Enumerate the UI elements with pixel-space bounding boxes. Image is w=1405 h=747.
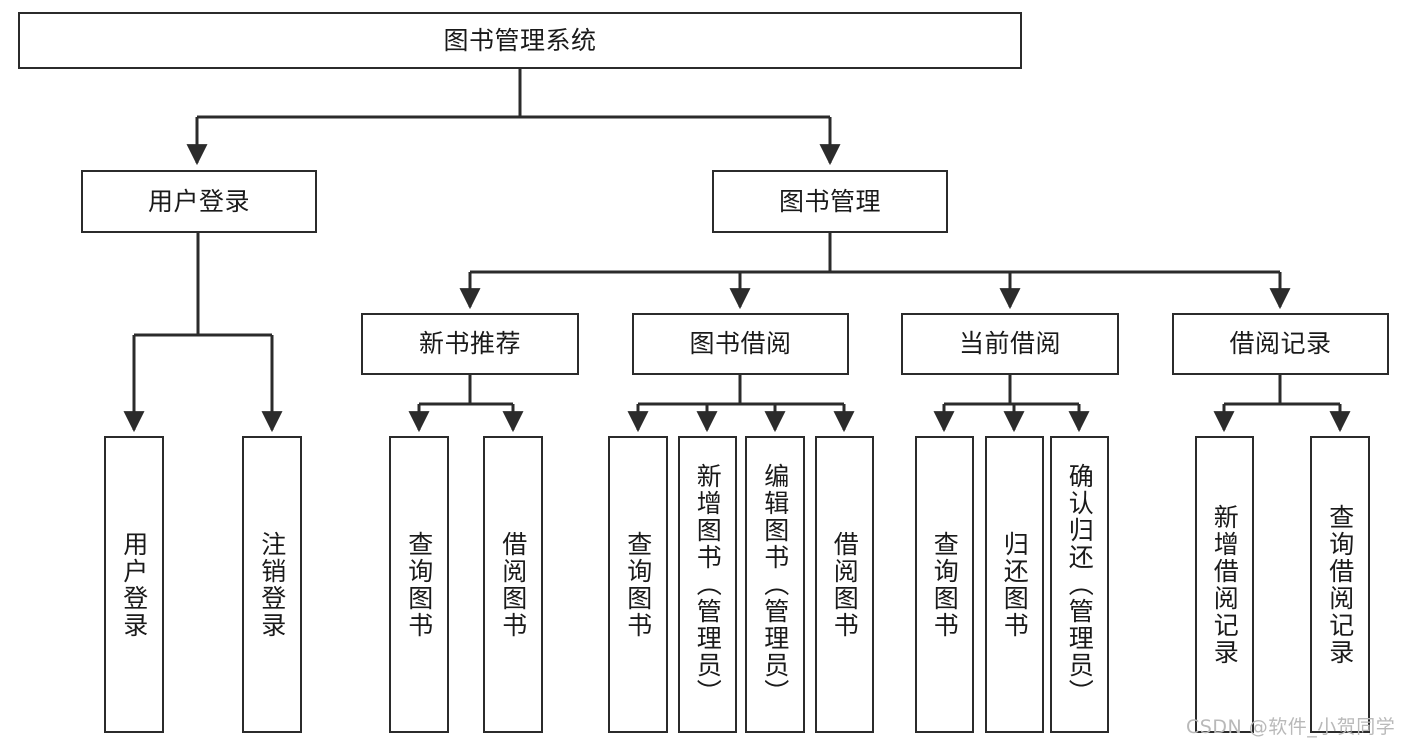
leaf-add-record[interactable]: 新增借阅记录 <box>1195 436 1254 733</box>
node-root-book-management-system[interactable]: 图书管理系统 <box>18 12 1022 69</box>
node-new-book-recommend[interactable]: 新书推荐 <box>361 313 579 375</box>
node-label: 借阅记录 <box>1229 329 1332 359</box>
node-label: 查询图书 <box>623 530 653 639</box>
leaf-borrow-book-2[interactable]: 借阅图书 <box>815 436 874 733</box>
node-label: 借阅图书 <box>830 530 860 639</box>
node-label: 图书管理系统 <box>443 25 597 55</box>
leaf-borrow-book-1[interactable]: 借阅图书 <box>483 436 543 733</box>
node-label: 查询图书 <box>404 530 434 639</box>
node-label: 归还图书 <box>1000 530 1030 639</box>
node-label: 借阅图书 <box>498 530 528 639</box>
node-label: 确认归还（管理员） <box>1065 463 1095 706</box>
leaf-query-book-3[interactable]: 查询图书 <box>915 436 974 733</box>
node-label: 用户登录 <box>147 186 250 216</box>
node-label: 新书推荐 <box>418 329 521 359</box>
node-book-management[interactable]: 图书管理 <box>712 170 948 233</box>
node-book-borrow[interactable]: 图书借阅 <box>632 313 849 375</box>
node-label: 图书管理 <box>778 186 881 216</box>
node-current-borrow[interactable]: 当前借阅 <box>901 313 1119 375</box>
leaf-edit-book[interactable]: 编辑图书（管理员） <box>745 436 805 733</box>
watermark-text: CSDN @软件_小贺同学 <box>1186 716 1396 738</box>
leaf-add-book[interactable]: 新增图书（管理员） <box>678 436 737 733</box>
node-label: 新增图书（管理员） <box>693 463 723 706</box>
node-label: 查询借阅记录 <box>1325 503 1355 666</box>
node-borrow-record[interactable]: 借阅记录 <box>1172 313 1389 375</box>
node-label: 用户登录 <box>119 530 149 639</box>
leaf-query-book-2[interactable]: 查询图书 <box>608 436 668 733</box>
leaf-query-record[interactable]: 查询借阅记录 <box>1310 436 1370 733</box>
node-label: 编辑图书（管理员） <box>760 463 790 706</box>
leaf-return-book[interactable]: 归还图书 <box>985 436 1044 733</box>
node-label: 当前借阅 <box>958 329 1061 359</box>
node-label: 注销登录 <box>257 530 287 639</box>
leaf-user-login[interactable]: 用户登录 <box>104 436 164 733</box>
node-user-login[interactable]: 用户登录 <box>81 170 317 233</box>
leaf-query-book-1[interactable]: 查询图书 <box>389 436 449 733</box>
leaf-logout-login[interactable]: 注销登录 <box>242 436 302 733</box>
node-label: 查询图书 <box>930 530 960 639</box>
node-label: 图书借阅 <box>689 329 792 359</box>
leaf-confirm-return[interactable]: 确认归还（管理员） <box>1050 436 1109 733</box>
node-label: 新增借阅记录 <box>1210 503 1240 666</box>
